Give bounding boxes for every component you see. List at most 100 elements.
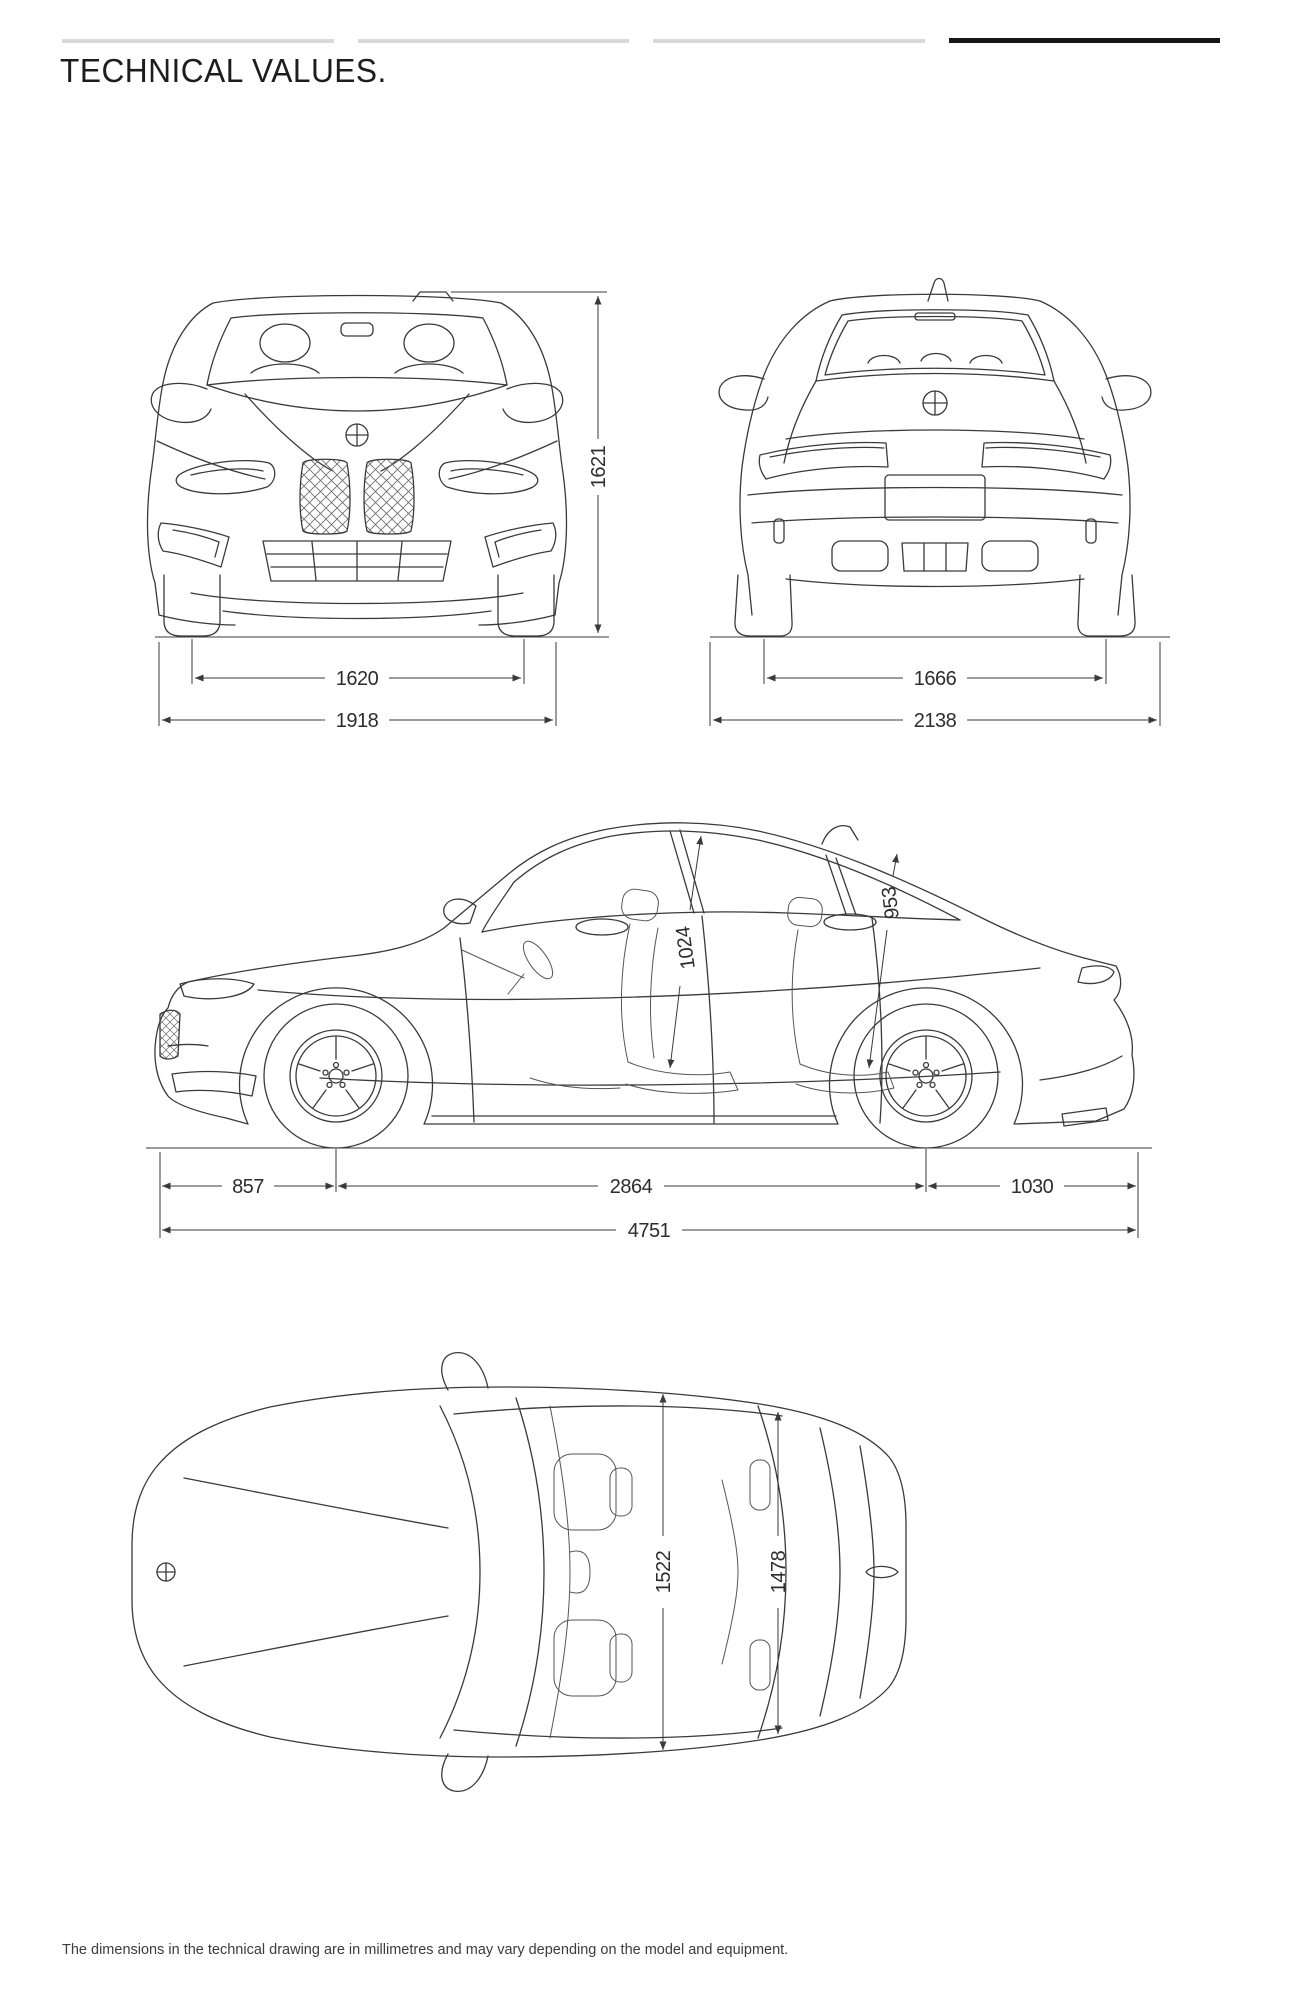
dim-width-mirrors: 2138: [914, 710, 957, 732]
body-outline: [154, 822, 1135, 1125]
side-mirror: [443, 898, 477, 925]
front-headrest-right: [609, 1633, 633, 1683]
headlight-right: [438, 460, 539, 495]
dim-overhang-front: 857: [232, 1176, 264, 1198]
taillight: [1077, 965, 1115, 985]
exhaust: [1061, 1107, 1109, 1127]
door-seam-front: [459, 937, 475, 1123]
progress-segment-1[interactable]: [62, 38, 334, 43]
headrest-left: [259, 323, 311, 363]
dim-wheelbase: 2864: [610, 1176, 653, 1198]
door-seam-middle: [701, 915, 715, 1124]
exhaust-left: [831, 540, 889, 572]
side-mirror-right: [502, 382, 564, 424]
roof-front-edge: [515, 1397, 545, 1747]
air-intake-left: [157, 522, 230, 568]
rear-dimension-lines: 1666 2138: [709, 636, 1170, 732]
front-seat-headrest: [621, 888, 659, 922]
steering-wheel: [522, 940, 554, 980]
kidney-grille: [159, 1009, 181, 1060]
front-view-drawing: 1621 1620 1918: [146, 291, 610, 732]
front-headrest-left: [609, 1467, 633, 1517]
dim-length: 4751: [628, 1220, 671, 1242]
front-view: 1621 1620 1918: [95, 222, 615, 734]
rear-tire-right: [1077, 574, 1136, 637]
side-view-drawing: 1024 953 857 2864 1030 4751: [146, 822, 1152, 1242]
headrest-right: [403, 323, 455, 363]
side-view: 1024 953 857 2864 1030 4751: [110, 778, 1170, 1248]
front-tire-right: [497, 574, 555, 637]
front-seat-left: [553, 1453, 617, 1531]
side-mirror-bottom: [441, 1753, 489, 1792]
shark-fin-antenna: [865, 1565, 899, 1579]
taillight-right: [981, 441, 1112, 480]
rear-headrest-right: [749, 1639, 771, 1691]
rear-view-drawing: 1666 2138: [709, 277, 1170, 732]
shark-fin-antenna: [927, 277, 949, 302]
b-pillar: [669, 829, 705, 914]
lower-grille: [262, 540, 452, 582]
side-mirror-top: [441, 1352, 489, 1391]
side-mirror-right: [1101, 375, 1152, 411]
greenhouse: [513, 830, 961, 921]
rear-glass-front-edge: [757, 1405, 787, 1739]
side-dimension-lines: 1024 953 857 2864 1030 4751: [146, 835, 1152, 1242]
roof-rail-bottom: [453, 1727, 783, 1739]
rear-headrest-left: [749, 1459, 771, 1511]
top-view: 1522 1478: [118, 1338, 918, 1813]
side-body-lines: [154, 822, 1135, 1149]
dim-interior-width-rear: 1478: [768, 1550, 790, 1593]
headlight: [179, 978, 255, 1000]
reflector-left: [773, 518, 785, 544]
door-handle-rear: [823, 913, 877, 931]
dim-overhang-rear: 1030: [1011, 1176, 1054, 1198]
front-seat-right: [553, 1619, 617, 1697]
progress-segment-2[interactable]: [357, 38, 629, 43]
dim-headroom-front: 1024: [672, 925, 700, 971]
dim-front-track: 1620: [336, 668, 379, 690]
front-body-lines: [146, 291, 568, 637]
kidney-grille-right: [363, 458, 415, 535]
interior-mirror: [340, 322, 374, 337]
side-mirror-left: [150, 382, 212, 424]
roof-fin-antenna: [821, 825, 859, 845]
page-title: TECHNICAL VALUES.: [60, 52, 387, 89]
rear-view: 1666 2138: [690, 222, 1190, 734]
beltline: [481, 911, 961, 933]
taillight-left: [758, 441, 889, 480]
rear-body-lines: [718, 277, 1152, 637]
dim-headroom-rear: 953: [878, 885, 904, 920]
dim-body-width: 1918: [336, 710, 379, 732]
rear-tire-left: [734, 574, 793, 637]
third-brake-light: [914, 312, 956, 321]
headlight-left: [175, 460, 276, 495]
top-view-drawing: 1522 1478: [131, 1352, 907, 1792]
progress-segment-3[interactable]: [653, 38, 925, 43]
kidney-grille-left: [299, 458, 351, 535]
top-dimension-lines: 1522 1478: [653, 1394, 790, 1750]
windshield-base: [439, 1405, 481, 1739]
front-wheel: [263, 1003, 409, 1149]
dim-rear-track: 1666: [914, 668, 957, 690]
dim-height: 1621: [588, 445, 610, 488]
rear-glass-rear-edge: [819, 1427, 841, 1717]
diffuser: [901, 542, 969, 572]
front-tire-left: [163, 574, 221, 637]
door-seam-rear: [871, 917, 883, 1124]
progress-segment-4-active[interactable]: [948, 38, 1220, 43]
page-progress-bar: [62, 38, 1220, 43]
front-dimension-lines: 1621 1620 1918: [155, 291, 610, 732]
body-outline: [131, 1386, 907, 1758]
reflector-right: [1085, 518, 1097, 544]
air-intake-right: [484, 522, 557, 568]
license-plate-recess: [884, 474, 986, 521]
roof-rail-top: [453, 1405, 783, 1417]
top-body-lines: [131, 1352, 907, 1792]
dim-interior-width-front: 1522: [653, 1550, 675, 1593]
interior-sketch: [461, 888, 895, 1094]
rear-seat-headrest: [787, 896, 823, 928]
liftgate-seam: [859, 1445, 875, 1699]
roof-antenna: [412, 291, 454, 302]
door-handle-front: [575, 918, 629, 936]
